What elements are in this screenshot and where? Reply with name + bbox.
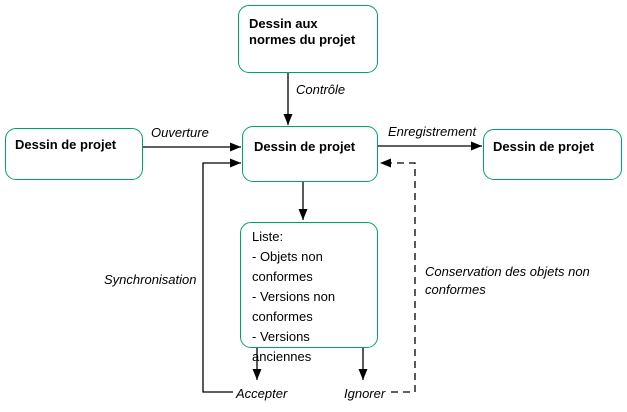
- label-ignorer: Ignorer: [344, 386, 386, 401]
- node-dessin-de-projet-central: Dessin de projet: [242, 126, 378, 182]
- synchronisation-connector: [202, 158, 241, 393]
- node-dessin-de-projet-enregistre: Dessin de projet: [483, 129, 622, 180]
- node-liste-objets: Liste: - Objets non conformes - Versions…: [240, 222, 378, 364]
- node-liste-objets-label: Liste: - Objets non conformes - Versions…: [252, 229, 336, 364]
- node-dessin-aux-normes: Dessin aux normes du projet: [238, 5, 378, 73]
- node-dessin-de-projet-central-label: Dessin de projet: [254, 139, 356, 154]
- label-controle: Contrôle: [296, 82, 346, 97]
- label-accepter: Accepter: [236, 386, 288, 401]
- label-ouverture: Ouverture: [151, 125, 209, 140]
- node-dessin-de-projet-source-label: Dessin de projet: [15, 137, 117, 152]
- node-dessin-de-projet-enregistre-label: Dessin de projet: [493, 139, 595, 154]
- label-enregistrement: Enregistrement: [388, 124, 477, 139]
- label-conservation: Conservation des objets non conformes: [425, 264, 590, 297]
- node-dessin-de-projet-source: Dessin de projet: [5, 128, 143, 180]
- conservation-dashed-connector: [380, 158, 416, 393]
- label-synchronisation: Synchronisation: [104, 272, 197, 287]
- node-dessin-aux-normes-label: Dessin aux normes du projet: [249, 16, 356, 47]
